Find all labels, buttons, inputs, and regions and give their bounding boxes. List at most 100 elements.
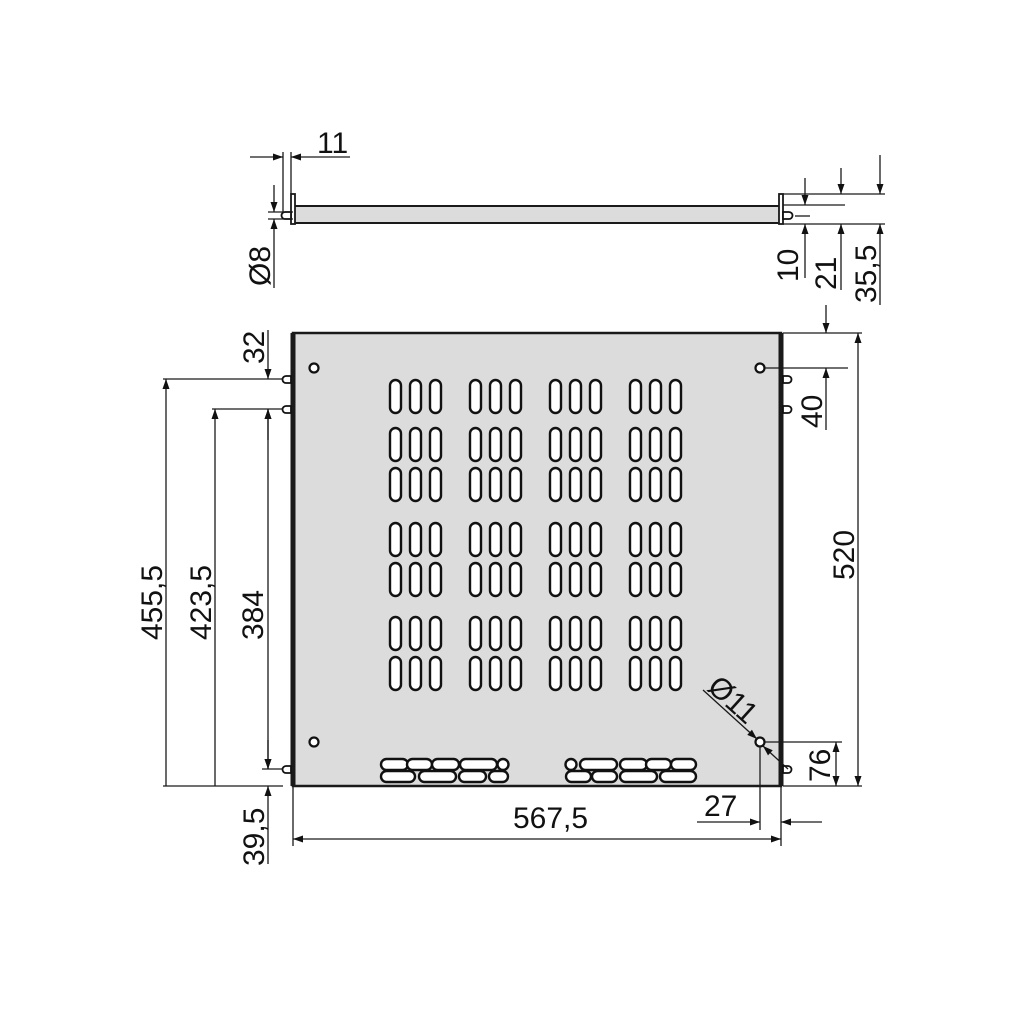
vent-slot bbox=[508, 521, 523, 558]
vent-slot bbox=[428, 655, 443, 692]
pin-icon bbox=[281, 375, 292, 384]
vent-slot bbox=[548, 426, 563, 463]
vent-slot bbox=[388, 378, 403, 415]
vent-slot bbox=[508, 561, 523, 598]
vent-slot bbox=[488, 615, 503, 652]
vent-slot bbox=[668, 378, 683, 415]
vent-slot bbox=[628, 615, 643, 652]
vent-slot bbox=[428, 521, 443, 558]
vent-slot bbox=[408, 521, 423, 558]
vent-slot bbox=[568, 426, 583, 463]
vent-slot bbox=[568, 378, 583, 415]
vent-slot bbox=[628, 521, 643, 558]
vent-slot bbox=[388, 521, 403, 558]
vent-slot bbox=[668, 561, 683, 598]
vent-slot bbox=[568, 466, 583, 503]
vent-slot bbox=[468, 378, 483, 415]
side-view: 11 Ø8 10 21 35,5 bbox=[244, 127, 885, 305]
dim-pin-span-outer: 455,5 bbox=[136, 565, 169, 640]
vent-slot bbox=[408, 615, 423, 652]
vent-slot bbox=[408, 426, 423, 463]
vent-slot bbox=[388, 426, 403, 463]
right-pin-icon bbox=[782, 211, 794, 220]
dim-pin-span-inner: 384 bbox=[237, 590, 270, 640]
pin-icon bbox=[281, 765, 292, 774]
vent-slot bbox=[588, 521, 603, 558]
vent-slot bbox=[508, 426, 523, 463]
vent-slot bbox=[488, 655, 503, 692]
vent-slot bbox=[648, 521, 663, 558]
vent-slot bbox=[628, 466, 643, 503]
vent-slot bbox=[408, 561, 423, 598]
vent-slot bbox=[628, 426, 643, 463]
vent-slot bbox=[388, 561, 403, 598]
mounting-hole-icon bbox=[308, 736, 320, 748]
pin-icon bbox=[782, 765, 793, 774]
vent-slot bbox=[568, 615, 583, 652]
vent-slot bbox=[488, 426, 503, 463]
vent-slot bbox=[648, 655, 663, 692]
vent-slot bbox=[388, 466, 403, 503]
dim-depth: 520 bbox=[828, 530, 861, 580]
left-pin-icon bbox=[280, 211, 292, 220]
bottom-slots-right bbox=[564, 757, 698, 784]
vent-slot bbox=[588, 426, 603, 463]
vent-slot bbox=[668, 466, 683, 503]
vent-slot bbox=[468, 615, 483, 652]
vent-slot bbox=[648, 378, 663, 415]
right-flange bbox=[778, 193, 784, 225]
dim-pin-height: 10 bbox=[772, 249, 805, 282]
vent-slot bbox=[648, 615, 663, 652]
vent-slot bbox=[508, 466, 523, 503]
vent-slot bbox=[428, 561, 443, 598]
dim-pin-span-mid: 423,5 bbox=[185, 565, 218, 640]
vent-slot bbox=[488, 466, 503, 503]
vent-slot bbox=[428, 615, 443, 652]
left-flange bbox=[290, 193, 296, 225]
mounting-hole-icon bbox=[754, 362, 766, 374]
vent-slot bbox=[568, 521, 583, 558]
vent-slot bbox=[628, 655, 643, 692]
vent-slot bbox=[468, 655, 483, 692]
vent-slot-grid bbox=[388, 378, 683, 692]
vent-slot bbox=[668, 426, 683, 463]
vent-slot bbox=[648, 466, 663, 503]
vent-slot bbox=[488, 521, 503, 558]
dim-total-height: 35,5 bbox=[850, 245, 883, 303]
vent-slot bbox=[588, 561, 603, 598]
vent-slot bbox=[628, 378, 643, 415]
pin-icon bbox=[281, 405, 292, 414]
vent-slot bbox=[588, 655, 603, 692]
vent-slot bbox=[488, 378, 503, 415]
side-view-shelf bbox=[292, 205, 782, 224]
vent-slot bbox=[408, 378, 423, 415]
vent-slot bbox=[508, 378, 523, 415]
vent-slot bbox=[548, 378, 563, 415]
vent-slot bbox=[588, 378, 603, 415]
vent-slot bbox=[568, 655, 583, 692]
vent-slot bbox=[668, 615, 683, 652]
vent-slot bbox=[428, 466, 443, 503]
vent-slot bbox=[648, 561, 663, 598]
vent-slot bbox=[428, 378, 443, 415]
vent-slot bbox=[468, 521, 483, 558]
dim-flange-height: 21 bbox=[810, 257, 843, 290]
vent-slot bbox=[408, 655, 423, 692]
vent-slot bbox=[588, 466, 603, 503]
vent-slot bbox=[588, 615, 603, 652]
vent-slot bbox=[548, 615, 563, 652]
vent-slot bbox=[388, 655, 403, 692]
mounting-hole-icon bbox=[308, 362, 320, 374]
dim-top-to-pin: 32 bbox=[238, 331, 271, 364]
vent-slot bbox=[408, 466, 423, 503]
dim-bottom-offset: 39,5 bbox=[238, 808, 271, 866]
bottom-slots-left bbox=[379, 757, 510, 784]
dim-pin-diameter: Ø8 bbox=[244, 246, 277, 286]
vent-slot bbox=[468, 466, 483, 503]
vent-slot bbox=[648, 426, 663, 463]
shelf-plate bbox=[291, 331, 783, 788]
dim-hole-height: 76 bbox=[804, 749, 837, 782]
pin-icon bbox=[782, 375, 793, 384]
vent-slot bbox=[548, 521, 563, 558]
